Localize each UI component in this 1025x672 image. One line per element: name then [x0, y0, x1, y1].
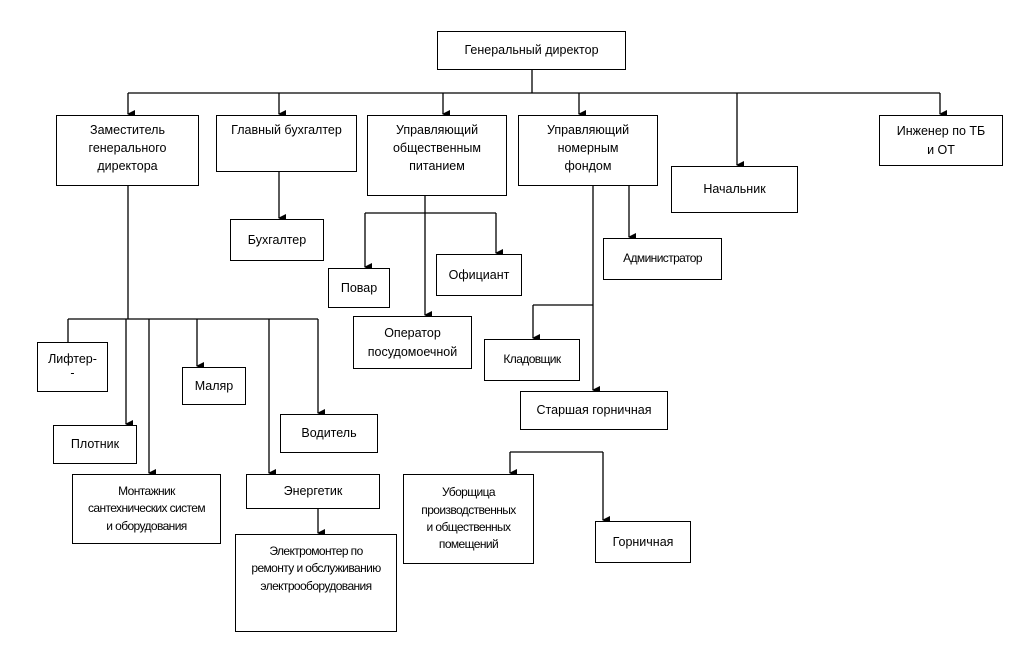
node-general-director: Генеральный директор	[437, 31, 626, 70]
node-power-engineer: Энергетик	[246, 474, 380, 509]
node-rooms-manager: Управляющий номерным фондом	[518, 115, 658, 186]
node-storekeeper: Кладовщик	[484, 339, 580, 381]
node-deputy-director: Заместитель генерального директора	[56, 115, 199, 186]
node-chief: Начальник	[671, 166, 798, 213]
node-carpenter: Плотник	[53, 425, 137, 464]
node-catering-manager: Управляющий общественным питанием	[367, 115, 507, 196]
node-electrician: Электромонтер по ремонту и обслуживанию …	[235, 534, 397, 632]
node-cleaner: Уборщица производственных и общественных…	[403, 474, 534, 564]
node-plumber: Монтажник сантехнических систем и оборуд…	[72, 474, 221, 544]
node-safety-engineer: Инженер по ТБ и ОТ	[879, 115, 1003, 166]
node-painter: Маляр	[182, 367, 246, 405]
node-administrator: Администратор	[603, 238, 722, 280]
node-waiter: Официант	[436, 254, 522, 296]
node-cook: Повар	[328, 268, 390, 308]
node-driver: Водитель	[280, 414, 378, 453]
node-senior-maid: Старшая горничная	[520, 391, 668, 430]
node-chief-accountant: Главный бухгалтер	[216, 115, 357, 172]
node-accountant: Бухгалтер	[230, 219, 324, 261]
node-lift-operator: Лифтер- -	[37, 342, 108, 392]
node-dishwasher-operator: Оператор посудомоечной	[353, 316, 472, 369]
node-maid: Горничная	[595, 521, 691, 563]
